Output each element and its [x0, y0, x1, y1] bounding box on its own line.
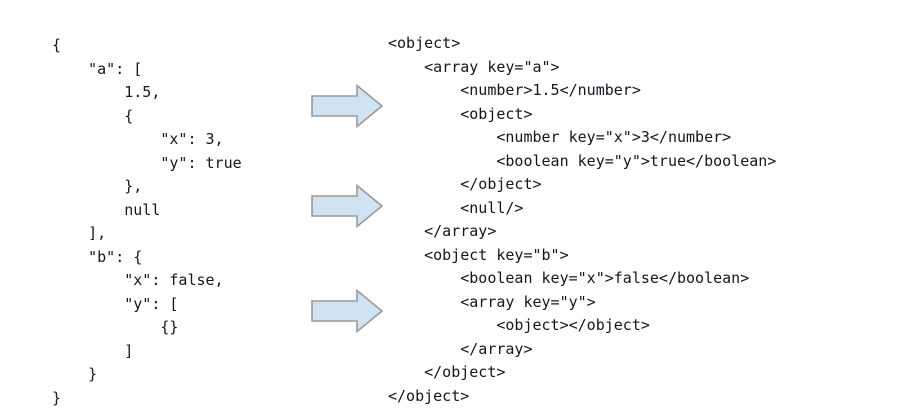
xml-line: <array key="y"> — [388, 292, 596, 311]
xml-line: </object> — [388, 363, 506, 381]
xml-line: <object></object> — [388, 316, 650, 334]
json-line: null — [52, 200, 161, 219]
arrow-3-icon — [311, 289, 383, 333]
xml-line: <boolean key="x">false</boolean> — [388, 269, 750, 287]
xml-line: <object> — [388, 34, 461, 52]
json-line: "x": 3, — [52, 130, 224, 148]
json-line: "a": [ — [52, 59, 143, 78]
xml-line: </array> — [388, 222, 497, 240]
json-line: 1.5, — [52, 83, 161, 101]
xml-line: </object> — [388, 175, 542, 193]
json-line: } — [52, 388, 62, 407]
xml-line: <object key="b"> — [388, 245, 569, 264]
json-line: } — [52, 365, 98, 383]
xml-line: <object> — [388, 104, 533, 123]
json-line: "y": true — [52, 153, 242, 172]
xml-line: <array key="a"> — [388, 57, 560, 76]
xml-line: <number key="x">3</number> — [388, 128, 732, 146]
json-code-block: { "a": [ 1.5, { "x": 3, "y": true }, nul… — [52, 34, 242, 410]
json-line: "x": false, — [52, 271, 224, 289]
arrow-2-icon — [311, 184, 383, 228]
xml-line: <boolean key="y">true</boolean> — [388, 151, 777, 170]
json-line: { — [52, 36, 62, 54]
xml-line: </array> — [388, 339, 533, 358]
json-line: { — [52, 106, 134, 125]
json-line: "y": [ — [52, 294, 179, 313]
json-line: {} — [52, 318, 179, 336]
xml-line: </object> — [388, 386, 470, 405]
json-line: ], — [52, 224, 107, 242]
xml-code-block: <object> <array key="a"> <number>1.5</nu… — [388, 32, 776, 408]
arrow-1-icon — [311, 84, 383, 128]
json-line: ] — [52, 341, 134, 360]
xml-line: <null/> — [388, 198, 524, 217]
json-line: "b": { — [52, 247, 143, 266]
json-line: }, — [52, 177, 143, 195]
xml-line: <number>1.5</number> — [388, 81, 641, 99]
